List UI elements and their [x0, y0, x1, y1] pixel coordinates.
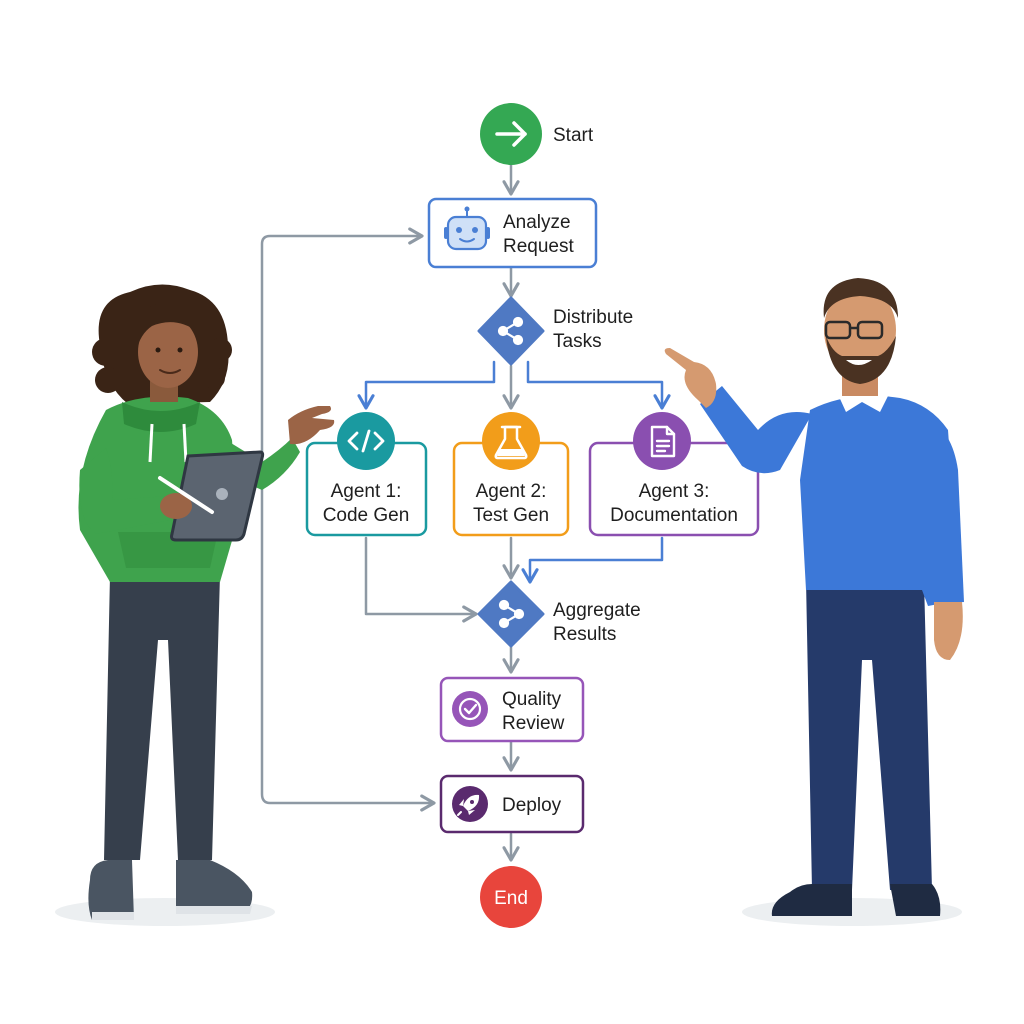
merge-nodes-icon	[498, 599, 525, 629]
aggregate-label-line1: Aggregate	[553, 600, 641, 621]
agent-3-label-line2: Documentation	[610, 505, 738, 526]
analyze-request-node: Analyze Request	[427, 197, 598, 269]
deploy-node: Deploy	[439, 774, 585, 834]
arrow-right-icon	[495, 121, 527, 147]
check-badge-icon	[452, 691, 488, 727]
connectors	[260, 162, 671, 862]
quality-review-node: Quality Review	[439, 676, 585, 743]
agent-2-label-line2: Test Gen	[473, 505, 549, 526]
share-nodes-icon	[497, 316, 524, 346]
agent-1-label-line2: Code Gen	[323, 505, 410, 526]
distribute-label-line2: Tasks	[553, 331, 602, 352]
analyze-label-line2: Request	[503, 236, 574, 257]
end-node: End	[480, 866, 542, 928]
man-pointing-illustration	[664, 278, 964, 926]
analyze-label-line1: Analyze	[503, 212, 571, 233]
aggregate-results-node: Aggregate Results	[477, 580, 641, 648]
quality-label-line2: Review	[502, 713, 565, 734]
code-icon	[347, 429, 385, 453]
aggregate-label-line2: Results	[553, 624, 616, 645]
deploy-label: Deploy	[502, 795, 562, 816]
end-label: End	[494, 888, 528, 909]
distribute-tasks-node: Distribute Tasks	[477, 296, 633, 366]
connector-agent1-aggregate	[364, 536, 478, 623]
woman-with-tablet-illustration	[55, 284, 335, 926]
robot-icon	[444, 206, 490, 251]
start-label: Start	[553, 125, 594, 146]
flask-icon	[494, 425, 528, 460]
connector-agent3-aggregate	[521, 536, 664, 584]
connector-distribute-agent1	[357, 360, 496, 410]
start-node: Start	[480, 103, 594, 165]
agent-2-label-line1: Agent 2:	[476, 481, 547, 502]
agent-1-label-line1: Agent 1:	[331, 481, 402, 502]
distribute-label-line1: Distribute	[553, 307, 633, 328]
connector-loop-analyze	[260, 227, 436, 812]
connector-distribute-agent3	[526, 360, 671, 410]
agent-1-node: Agent 1: Code Gen	[305, 412, 428, 537]
agent-3-label-line1: Agent 3:	[639, 481, 710, 502]
agent-3-node: Agent 3: Documentation	[588, 412, 760, 537]
agent-2-node: Agent 2: Test Gen	[452, 412, 570, 537]
quality-label-line1: Quality	[502, 689, 562, 710]
rocket-icon	[452, 786, 488, 822]
document-icon	[650, 425, 676, 458]
